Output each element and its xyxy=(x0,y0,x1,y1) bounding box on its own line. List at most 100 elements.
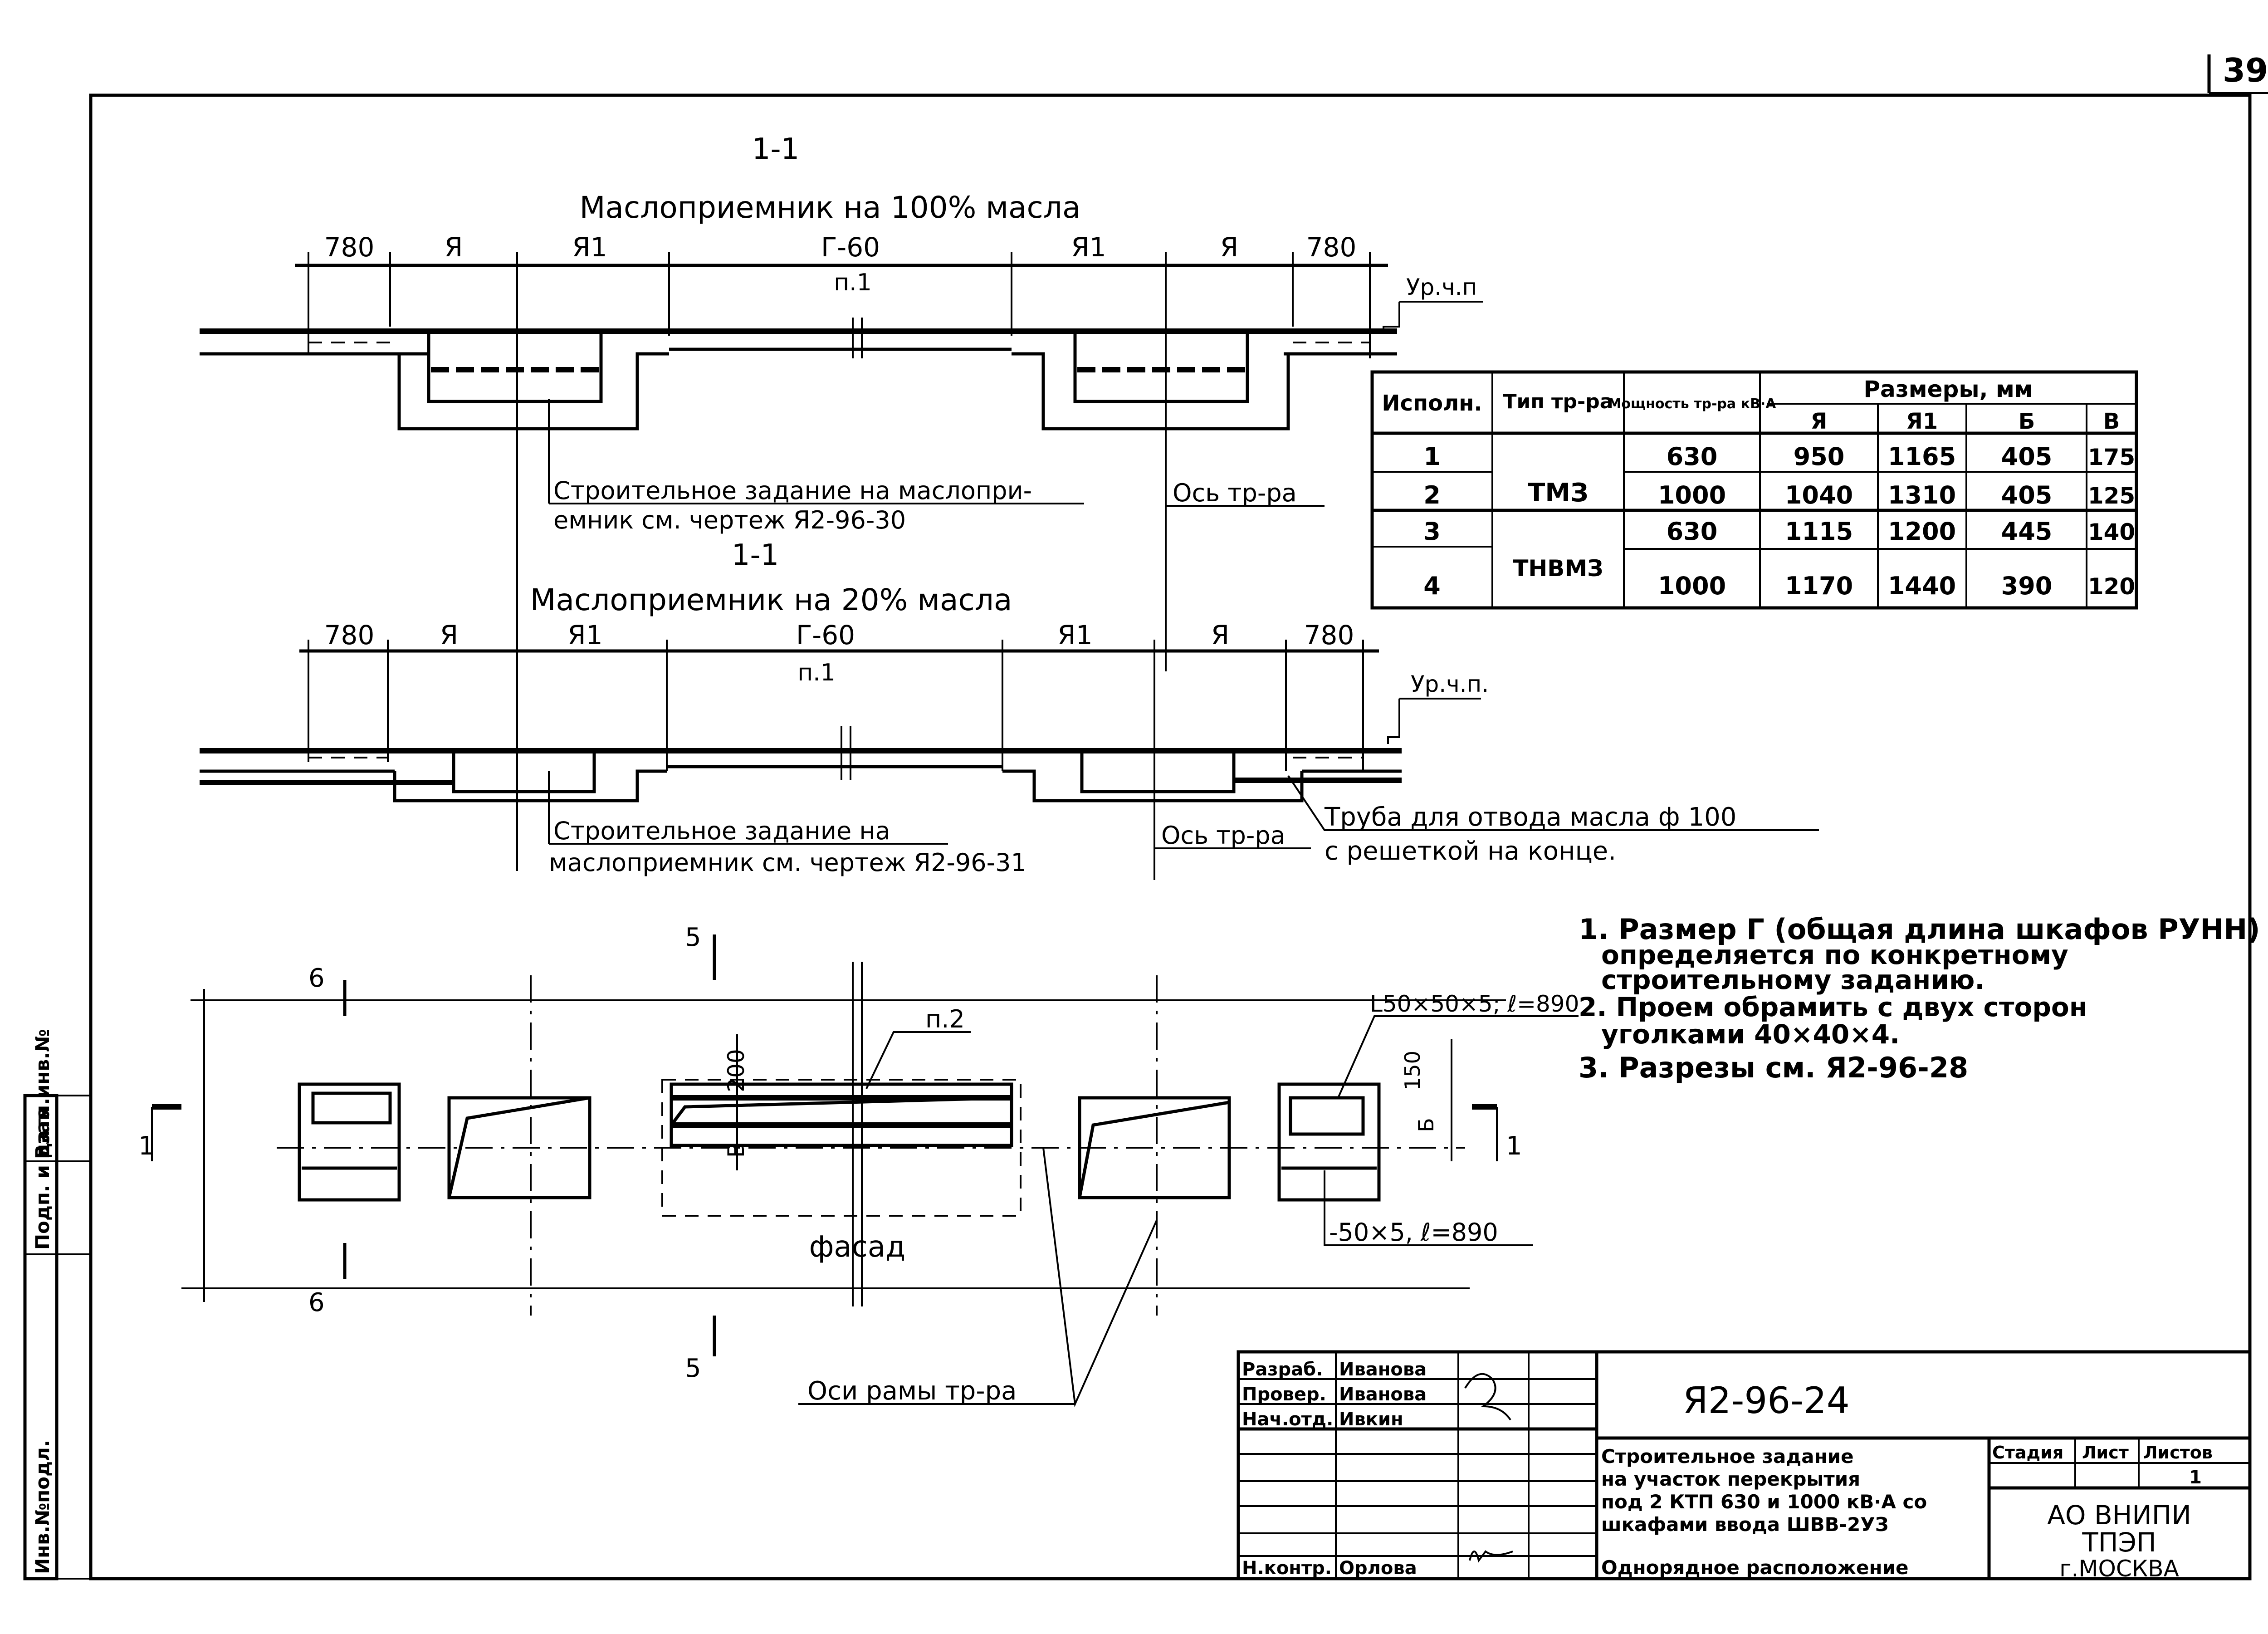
section-20-dim-ya1-right: Я1 xyxy=(1057,620,1092,651)
table-row: 1 630 950 1165 405 175 xyxy=(1423,442,2135,471)
table-type-tmz: ТМЗ xyxy=(1528,478,1589,508)
strip-label-leader xyxy=(1324,1170,1533,1246)
dim-150-label: 150 xyxy=(1400,1051,1425,1091)
section-20-level-label: Ур.ч.п. xyxy=(1411,671,1489,697)
notes: 1. Размер Г (общая длина шкафов РУНН) оп… xyxy=(1579,913,2260,1084)
section-20-dim-g60: Г-60 xyxy=(796,620,855,651)
section-100-pit-right-inner xyxy=(1073,333,1249,403)
opening-right-large xyxy=(1078,1096,1231,1199)
section-100-pit-left-outer xyxy=(397,352,669,431)
dim-b-label: Б xyxy=(1414,1118,1438,1132)
description-line-5: Однорядное расположение xyxy=(1601,1556,1908,1579)
opening-left-small xyxy=(298,1082,401,1202)
cut-1-left-label: 1 xyxy=(138,1131,155,1161)
table-subheader-ya1: Я1 xyxy=(1906,409,1938,434)
note-3: 3. Разрезы см. Я2-96-28 xyxy=(1579,1051,1968,1084)
section-20-pipe-leader xyxy=(1287,775,1819,831)
note-1-line-3: строительному заданию. xyxy=(1601,964,1984,995)
section-20-dim-ya1-left: Я1 xyxy=(567,620,602,651)
signature-normcontrol xyxy=(1469,1550,1513,1563)
stage-label: Стадия xyxy=(1992,1443,2063,1463)
opening-center-outline xyxy=(661,1079,1022,1217)
section-20-label: 1-1 xyxy=(732,538,779,572)
opening-left-large-slope xyxy=(447,1096,590,1198)
name-head: Ивкин xyxy=(1339,1409,1403,1430)
note-2-line-1: 2. Проем обрамить с двух сторон xyxy=(1579,992,2087,1022)
name-developer: Иванова xyxy=(1339,1359,1427,1380)
section-20-dim-ya-left: Я xyxy=(440,620,458,651)
section-100-dim-780-right: 780 xyxy=(1306,232,1357,263)
section-20-pit-right-outer xyxy=(1002,769,1304,802)
table-cell-v: 125 xyxy=(2088,483,2135,509)
name-checker: Иванова xyxy=(1339,1384,1427,1405)
table-subheader-b: Б xyxy=(2019,409,2035,434)
cut-6-bottom-label: 6 xyxy=(308,1288,325,1317)
section-20-dim-780-right: 780 xyxy=(1304,620,1354,651)
table-cell-b: 390 xyxy=(2001,572,2053,600)
table-row: 4 1000 1170 1440 390 120 xyxy=(1423,572,2135,600)
section-20-note-ref: п.1 xyxy=(797,659,836,686)
section-100-dim-ya-right: Я xyxy=(1220,232,1238,263)
sheets-label: Листов xyxy=(2143,1443,2213,1463)
table-subheader-ya: Я xyxy=(1811,409,1828,434)
page-number: 39 xyxy=(2223,51,2268,89)
section-100-label: 1-1 xyxy=(752,132,800,166)
role-head: Нач.отд. xyxy=(1242,1409,1333,1430)
facade-label: фасад xyxy=(809,1230,906,1264)
table-cell-power: 630 xyxy=(1667,517,1718,546)
side-stamp-field-2: Подп. и дата xyxy=(31,1106,54,1250)
org-line-1: АО ВНИПИ xyxy=(2047,1500,2191,1531)
table-cell-ya: 950 xyxy=(1794,442,1845,471)
section-20-callout: Строительное задание на xyxy=(553,817,890,845)
section-100: 1-1 Маслоприемник на 100% масла 780 Я Я1… xyxy=(200,132,1483,671)
note-1-line-2: определяется по конкретному xyxy=(1601,939,2068,970)
section-20-level-leader xyxy=(1387,699,1400,744)
opening-right-small xyxy=(1277,1082,1381,1202)
section-100-axis-label: Ось тр-ра xyxy=(1173,479,1297,507)
signature-developer xyxy=(1464,1373,1511,1421)
cut-5-bottom-label: 5 xyxy=(685,1354,701,1383)
table-cell-variant: 1 xyxy=(1423,442,1441,471)
table-cell-ya: 1170 xyxy=(1785,572,1853,600)
description-line-4: шкафами ввода ШВВ-2УЗ xyxy=(1601,1513,1889,1536)
opening-center-slope xyxy=(670,1096,1012,1126)
angle-label-leader xyxy=(1337,1015,1579,1098)
dimensions-table: Исполн. Тип тр-ра Мощность тр-ра кВ·А Ра… xyxy=(1370,370,2138,610)
table-cell-ya1: 1200 xyxy=(1888,517,1956,546)
table-cell-power: 1000 xyxy=(1658,481,1726,509)
org-line-3: г.МОСКВА xyxy=(2059,1556,2179,1582)
table-cell-power: 630 xyxy=(1667,442,1718,471)
strip-label: -50×5, ℓ=890 xyxy=(1329,1218,1498,1247)
table-cell-b: 445 xyxy=(2001,517,2053,546)
description-line-3: под 2 КТП 630 и 1000 кВ·А со xyxy=(1601,1491,1927,1513)
opening-center xyxy=(670,1082,1013,1147)
frame-axes-label: Оси рамы тр-ра xyxy=(807,1376,1017,1406)
section-20-pit-left-inner xyxy=(452,753,596,793)
title-block: Разраб. Иванова Провер. Иванова Нач.отд.… xyxy=(1237,1350,2252,1582)
section-100-note-ref: п.1 xyxy=(834,269,872,296)
table-cell-power: 1000 xyxy=(1658,572,1726,600)
table-cell-variant: 2 xyxy=(1423,481,1441,509)
opening-right-small-inner xyxy=(1289,1096,1365,1136)
role-checker: Провер. xyxy=(1242,1384,1326,1405)
table-cell-v: 140 xyxy=(2088,519,2135,545)
angle-label: L50×50×5; ℓ=890 xyxy=(1370,991,1579,1017)
cut-1-right-label: 1 xyxy=(1506,1131,1522,1161)
side-stamp-field-1: Инв.№подл. xyxy=(31,1440,54,1574)
note-2-line-2: уголками 40×40×4. xyxy=(1601,1019,1900,1050)
table-cell-variant: 3 xyxy=(1423,517,1441,546)
table-header-type: Тип тр-ра xyxy=(1503,390,1613,413)
facade: 5 5 6 6 1 1 200 В 150 Б xyxy=(138,923,1579,1408)
title-block-frame xyxy=(1237,1350,2252,1580)
table-row: 2 1000 1040 1310 405 125 xyxy=(1423,481,2135,509)
section-20-dim-ya-right: Я xyxy=(1211,620,1229,651)
dim-v-label: В xyxy=(723,1142,749,1158)
opening-right-large-slope xyxy=(1078,1101,1230,1198)
section-100-dim-780-left: 780 xyxy=(324,232,375,263)
table-cell-variant: 4 xyxy=(1423,572,1441,600)
section-100-dim-ticks xyxy=(308,252,1371,671)
note-1-line-1: 1. Размер Г (общая длина шкафов РУНН) xyxy=(1579,913,2260,946)
opening-left-small-inner xyxy=(311,1091,392,1125)
section-20-pit-right-inner xyxy=(1080,753,1236,793)
